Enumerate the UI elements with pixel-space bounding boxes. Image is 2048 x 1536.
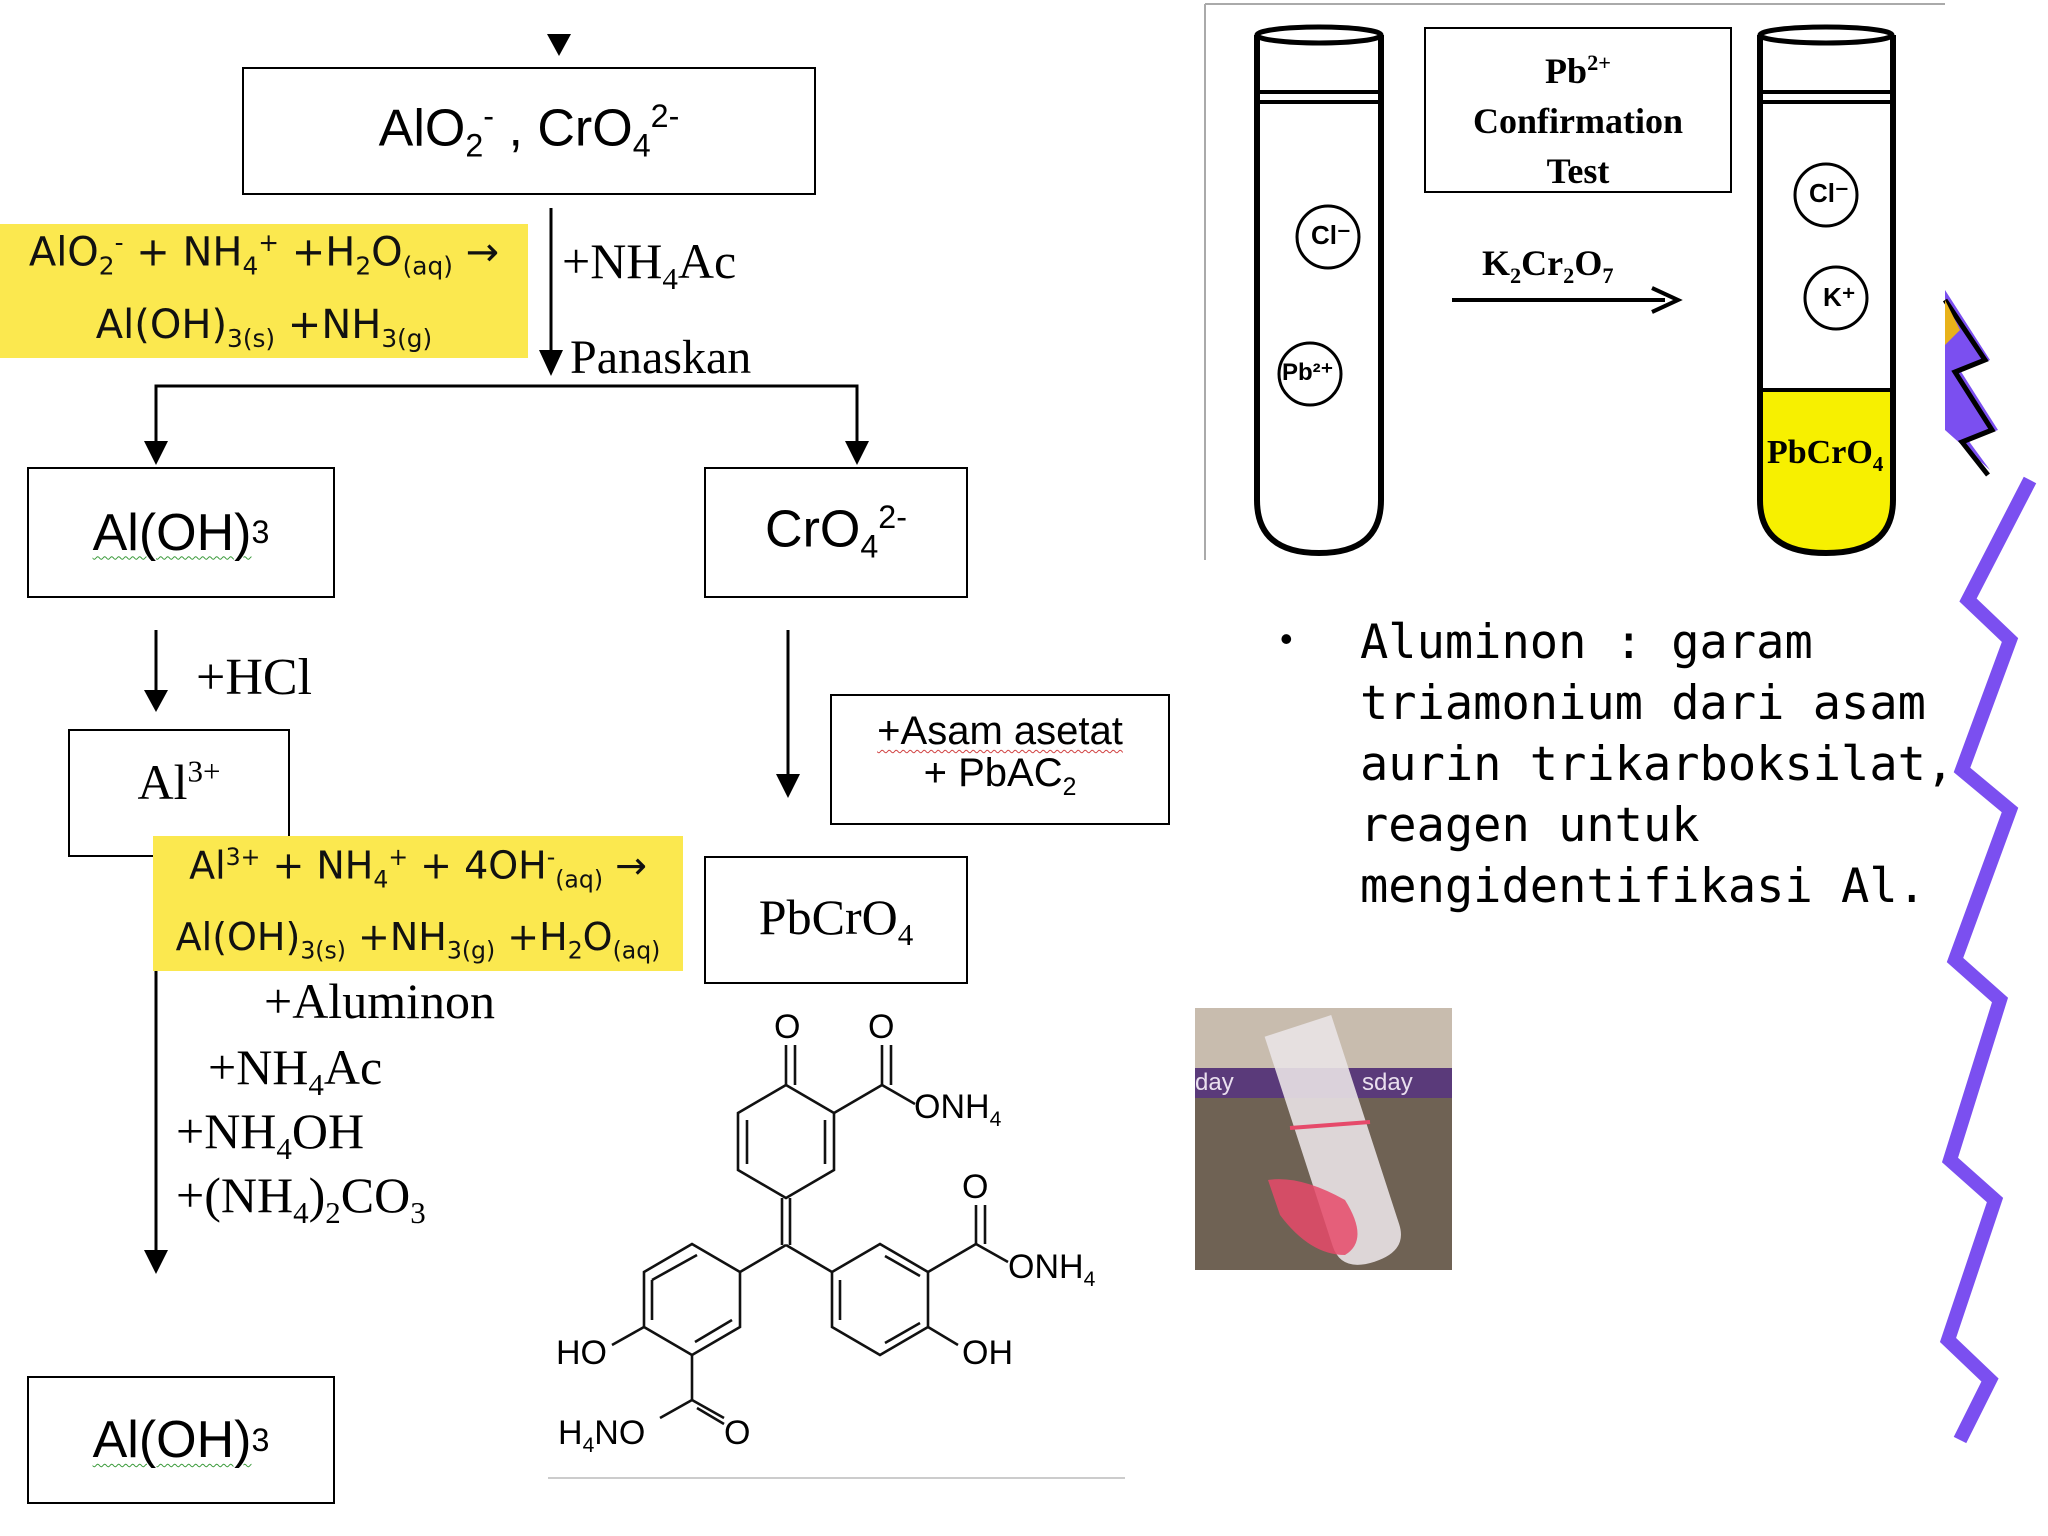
confirmation-title-line-2: Confirmation — [1473, 101, 1683, 141]
acetic-acid-box: +Asam asetat + PbAC2 — [830, 694, 1170, 825]
test-tube-photo — [1195, 1008, 1452, 1270]
top-species-text: AlO2- , CrO42- — [378, 97, 680, 164]
reagent-nh4oh: +NH4OH — [176, 1103, 365, 1166]
acetic-acid-line-2: + PbAC2 — [923, 751, 1077, 801]
test-tube-figure — [1204, 3, 1945, 560]
reagent-nh4ac-bottom: +NH4Ac — [208, 1039, 383, 1102]
reaction-1-line-2: Al(OH)3(s) +NH3(g) — [95, 301, 433, 353]
confirmation-title-line-1: Pb2+ — [1545, 50, 1611, 91]
aluminon-description: Aluminon : garam triamonium dari asam au… — [1360, 612, 1954, 917]
structure-label-oh: OH — [962, 1334, 1013, 1372]
arrow-top — [547, 34, 571, 56]
description-line-5: mengidentifikasi Al. — [1360, 859, 1926, 914]
decorative-zigzag — [1939, 290, 2037, 1444]
aluminium-ion-box: Al3+ — [68, 729, 290, 857]
structure-label-h4no: H4NO — [558, 1414, 646, 1457]
chromate-box: CrO42- — [704, 467, 968, 598]
lead-chromate-text: PbCrO4 — [758, 888, 914, 952]
description-line-2: triamonium dari asam — [1360, 676, 1926, 731]
aluminium-ion-text: Al3+ — [137, 753, 221, 810]
lead-chromate-box: PbCrO4 — [704, 856, 968, 984]
chloride-ion-circle — [1295, 204, 1361, 270]
bullet-symbol: • — [1280, 618, 1293, 659]
confirmation-title: Pb2+ Confirmation Test — [1425, 38, 1731, 196]
left-test-tube — [1254, 35, 1384, 557]
heat-label: Panaskan — [570, 331, 752, 384]
ion-label-k: K⁺ — [1823, 282, 1856, 312]
chloride-ion-circle-right — [1793, 162, 1859, 228]
acetic-acid-line-1: +Asam asetat — [877, 709, 1123, 753]
reagent-nh4ac-top: +NH4Ac — [562, 233, 737, 296]
lead-ion-circle — [1277, 341, 1343, 407]
right-test-tube — [1757, 35, 1896, 557]
aluminium-hydroxide-box-2: Al(OH)3 — [27, 1376, 335, 1504]
reaction-highlight-1: AlO2- + NH4+ +H2O(aq) → Al(OH)3(s) +NH3(… — [0, 224, 528, 358]
photo-label-right: sday — [1362, 1069, 1413, 1096]
reaction-2-line-1: Al3+ + NH4+ + 4OH-(aq) → — [189, 842, 647, 893]
aluminium-hydroxide-box-1: Al(OH)3 — [27, 467, 335, 598]
aluminon-structure — [611, 1045, 1009, 1426]
structure-label-onh4-1: ONH4 — [914, 1088, 1002, 1131]
reagent-ammonium-carbonate: +(NH4)2CO3 — [176, 1167, 426, 1230]
reagent-dichromate: K2Cr2O7 — [1482, 243, 1614, 289]
reagent-hcl: +HCl — [196, 649, 313, 706]
reaction-1-line-1: AlO2- + NH4+ +H2O(aq) → — [28, 228, 500, 281]
ion-label-cl-left: Cl⁻ — [1311, 220, 1351, 250]
precipitate-fill — [1760, 390, 1893, 553]
structure-label-ho: HO — [556, 1334, 607, 1372]
structure-label-o-3: O — [962, 1168, 989, 1206]
aloh3-text-1: Al(OH) — [92, 503, 252, 562]
precipitate-label: PbCrO4 — [1767, 434, 1884, 476]
photo-label-left: day — [1195, 1069, 1234, 1096]
structure-label-o-1: O — [774, 1008, 801, 1046]
structure-label-o-4: O — [724, 1414, 751, 1452]
potassium-ion-circle — [1803, 265, 1869, 331]
ion-label-cl-right: Cl⁻ — [1809, 178, 1849, 208]
reaction-2-line-2: Al(OH)3(s) +NH3(g) +H2O(aq) — [175, 914, 661, 965]
description-line-3: aurin trikarboksilat, — [1360, 737, 1955, 792]
top-species-box: AlO2- , CrO42- — [242, 67, 816, 195]
confirmation-title-line-3: Test — [1546, 151, 1610, 191]
ion-label-pb: Pb²⁺ — [1282, 359, 1334, 386]
aloh3-text-2: Al(OH) — [92, 1411, 252, 1469]
chromate-text: CrO42- — [765, 499, 907, 565]
reagent-aluminon: +Aluminon — [264, 973, 495, 1029]
reaction-highlight-2: Al3+ + NH4+ + 4OH-(aq) → Al(OH)3(s) +NH3… — [153, 836, 683, 971]
structure-label-o-2: O — [868, 1008, 895, 1046]
structure-label-onh4-2: ONH4 — [1008, 1248, 1096, 1291]
description-line-1: Aluminon : garam — [1360, 615, 1813, 670]
confirmation-title-box — [1424, 27, 1732, 193]
description-line-4: reagen untuk — [1360, 798, 1700, 853]
split-connector — [154, 384, 859, 452]
